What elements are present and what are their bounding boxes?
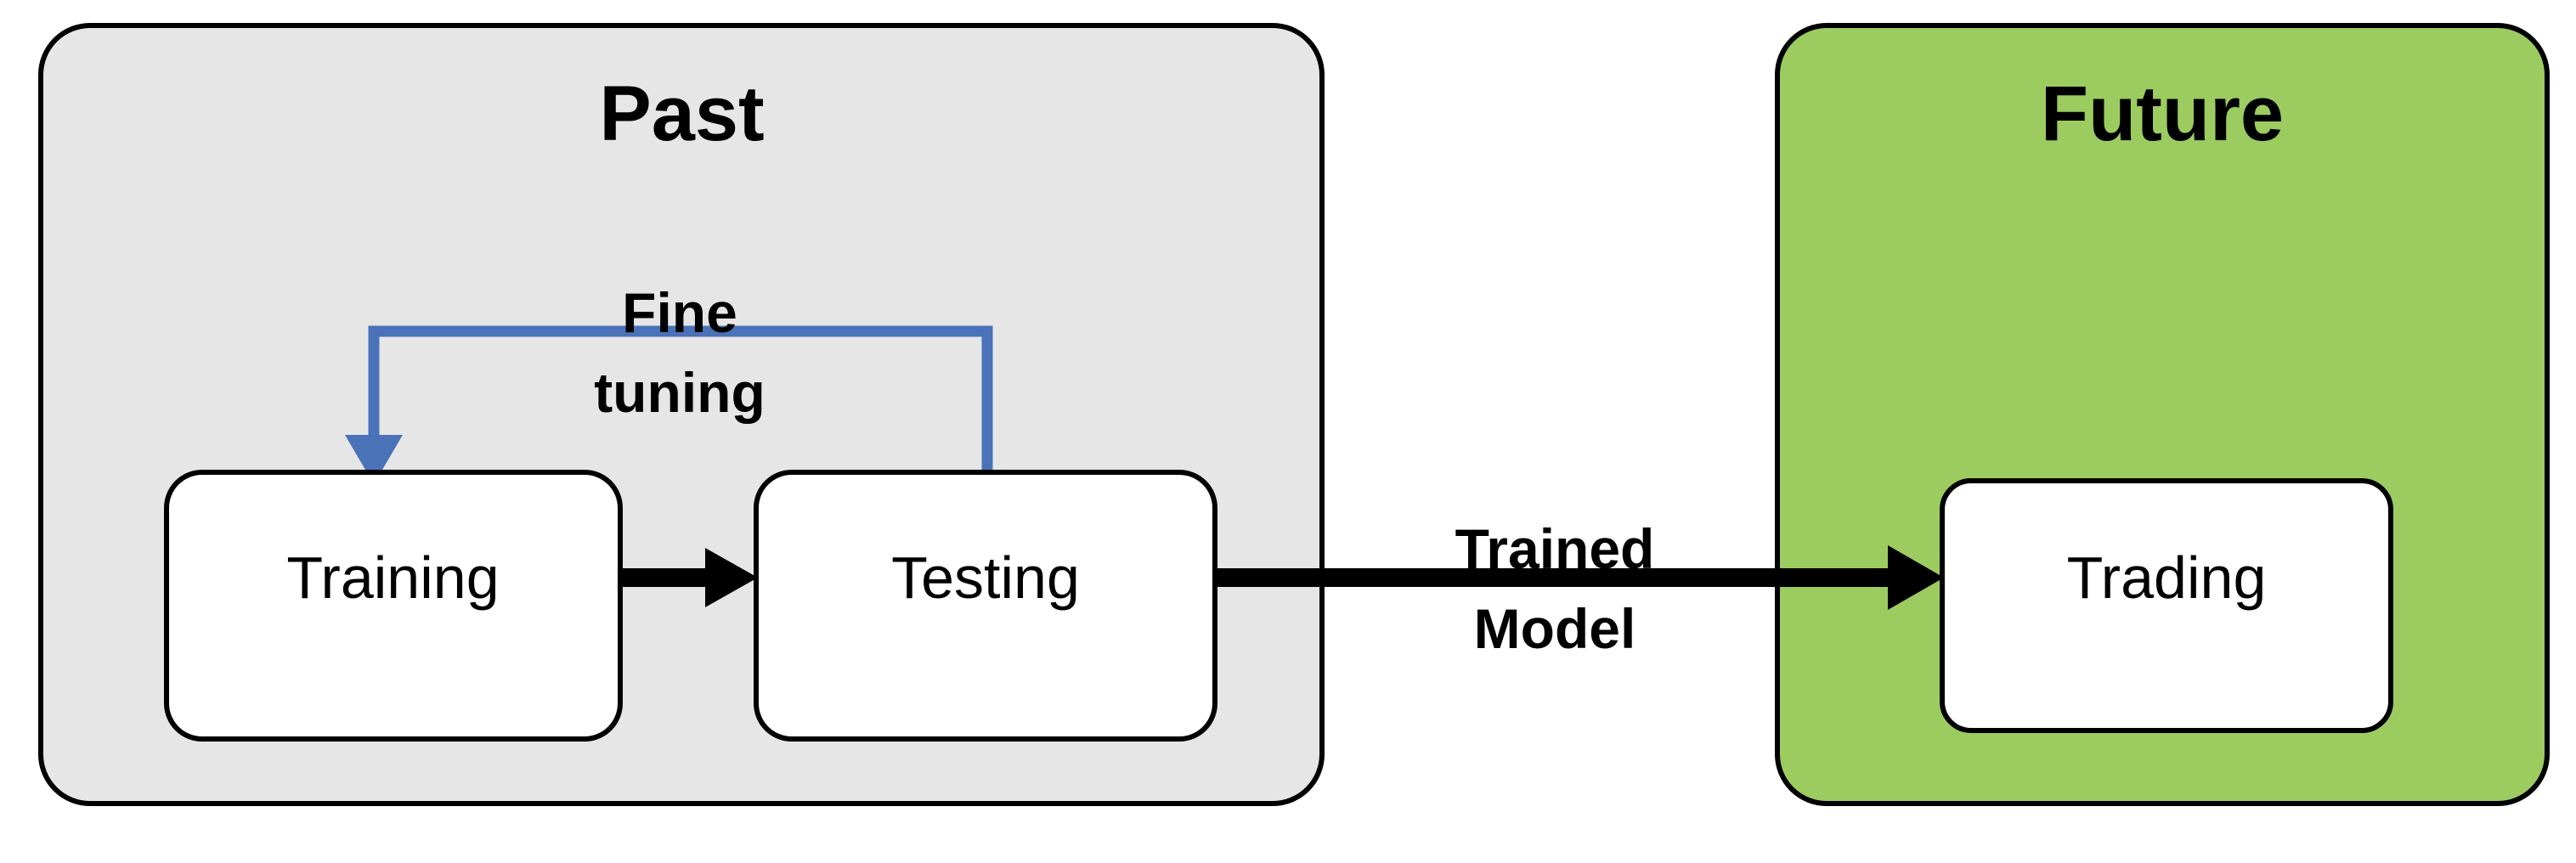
- fine-tuning-arrow[interactable]: [345, 325, 993, 506]
- testing-to-trading-arrow[interactable]: [1217, 545, 1944, 610]
- future-panel-title: Future: [2040, 71, 2285, 157]
- trained-model-label-line1: Trained: [1455, 517, 1655, 580]
- training-node[interactable]: [164, 470, 623, 742]
- training-node-label: Training: [286, 544, 500, 611]
- trained-model-label-line2: Model: [1473, 596, 1636, 660]
- training-to-testing-arrow[interactable]: [622, 548, 758, 607]
- trading-node[interactable]: [1940, 478, 2393, 733]
- fine-tuning-edge-label: Fine tuning: [476, 280, 884, 426]
- testing-node-label: Testing: [891, 544, 1080, 611]
- testing-node[interactable]: [754, 470, 1217, 742]
- past-panel-title: Past: [599, 71, 765, 157]
- trained-model-edge-label: Trained Model: [1393, 516, 1716, 663]
- fine-tuning-label-line2: tuning: [594, 360, 765, 424]
- fine-tuning-label-line1: Fine: [622, 281, 737, 344]
- trading-node-label: Trading: [2066, 544, 2267, 611]
